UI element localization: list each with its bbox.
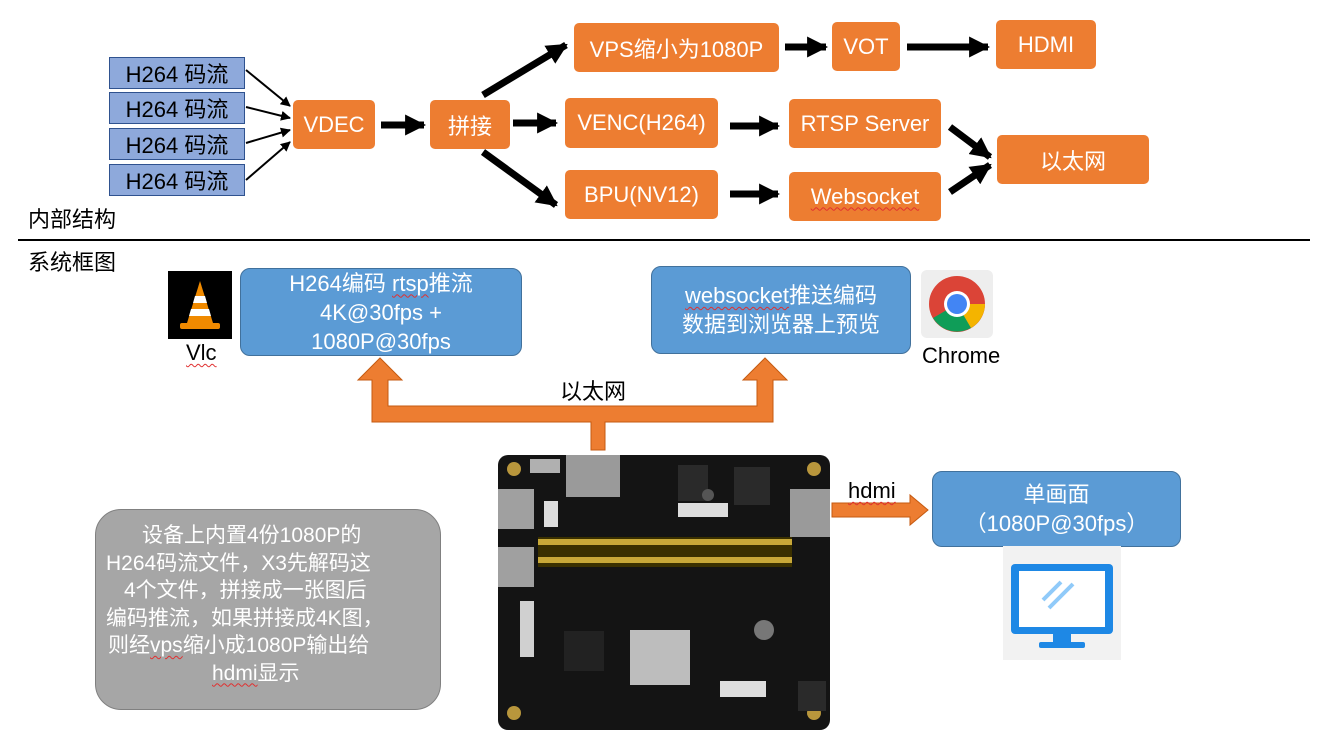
desc-line5: 则经vps缩小成1080P输出给: [106, 632, 432, 660]
desc-l5-pre: 则经: [108, 634, 150, 657]
desc-l5-post: 缩小成1080P输出给: [182, 634, 370, 657]
ethernet-box: 以太网: [997, 135, 1149, 184]
rtsp-stream-box: H264编码 rtsp推流 4K@30fps + 1080P@30fps: [240, 268, 522, 356]
hdmi-box: HDMI: [996, 20, 1096, 69]
chrome-icon: [921, 270, 993, 338]
websocket-label: Websocket: [810, 183, 920, 209]
rtsp-box-pre: H264编码: [289, 270, 392, 296]
desc-l6-hdmi: hdmi: [212, 661, 258, 685]
vps-box: VPS缩小为1080P: [574, 23, 779, 72]
single-display-box: 单画面 （1080P@30fps）: [932, 471, 1181, 547]
vdec-box: VDEC: [293, 100, 375, 149]
desc-l5-vps: vps: [150, 634, 183, 657]
hdmi-label: hdmi: [848, 478, 896, 504]
h264-stream-3: H264 码流: [109, 128, 245, 160]
desc-line1: 设备上内置4份1080P的: [142, 524, 362, 547]
vot-box: VOT: [832, 22, 900, 71]
stream3-arrow: [245, 127, 291, 144]
description-callout: 设备上内置4份1080P的 H264码流文件，X3先解码这 4个文件，拼接成一张…: [95, 509, 441, 710]
h264-stream-1: H264 码流: [109, 57, 245, 89]
ws-box-line2: 数据到浏览器上预览: [681, 312, 880, 337]
websocket-ethernet-arrow: [948, 162, 992, 195]
stitch-bpu-arrow: [480, 149, 559, 208]
h264-stream-2: H264 码流: [109, 92, 245, 124]
h264-stream-4: H264 码流: [109, 164, 245, 196]
stream2-arrow: [245, 106, 291, 121]
rtsp-ethernet-arrow: [947, 124, 993, 160]
bpu-box: BPU(NV12): [565, 170, 718, 219]
desc-line3: 4个文件，拼接成一张图后: [124, 579, 367, 602]
desc-l6-post: 显示: [257, 661, 300, 685]
stitch-vps-arrow: [481, 42, 568, 98]
stream1-arrow: [245, 69, 291, 107]
vlc-cone-icon: [168, 271, 232, 339]
rtsp-server-box: RTSP Server: [789, 99, 941, 148]
system-diagram-label: 系统框图: [28, 250, 117, 275]
hdmi-label-text: hdmi: [848, 478, 896, 503]
dev-board-image: [488, 455, 834, 730]
rtsp-box-line3: 1080P@30fps: [311, 328, 451, 354]
venc-box: VENC(H264): [565, 98, 718, 148]
monitor-icon: [1003, 546, 1121, 660]
ws-word: websocket: [685, 283, 789, 308]
vlc-label: Vlc: [186, 340, 217, 366]
websocket-preview-box: websocket推送编码 数据到浏览器上预览: [651, 266, 911, 354]
ethernet-label: 以太网: [560, 379, 627, 404]
rtsp-box-line2: 4K@30fps +: [319, 299, 443, 325]
chrome-label: Chrome: [922, 343, 1001, 368]
vlc-label-text: Vlc: [186, 340, 217, 365]
rtsp-box-post: 推流: [428, 270, 473, 296]
stream4-arrow: [245, 141, 291, 181]
rtsp-word: rtsp: [392, 270, 429, 296]
display-box-line1: 单画面: [1023, 482, 1090, 507]
display-box-line2: （1080P@30fps）: [964, 511, 1149, 536]
hdmi-arrow: [831, 493, 929, 527]
ws-box-line1: websocket推送编码: [685, 281, 877, 310]
ethernet-connector-arrow: [356, 357, 789, 451]
websocket-box: Websocket: [789, 172, 941, 221]
rtsp-box-line1: H264编码 rtsp推流: [289, 269, 472, 298]
internal-structure-label: 内部结构: [28, 207, 117, 232]
desc-line6: hdmi显示: [106, 660, 432, 688]
ws-box-line1-rest: 推送编码: [788, 283, 877, 308]
desc-line2: H264码流文件，X3先解码这: [106, 551, 371, 575]
stitch-box: 拼接: [430, 100, 510, 149]
desc-line4: 编码推流，如果拼接成4K图，: [106, 606, 384, 630]
